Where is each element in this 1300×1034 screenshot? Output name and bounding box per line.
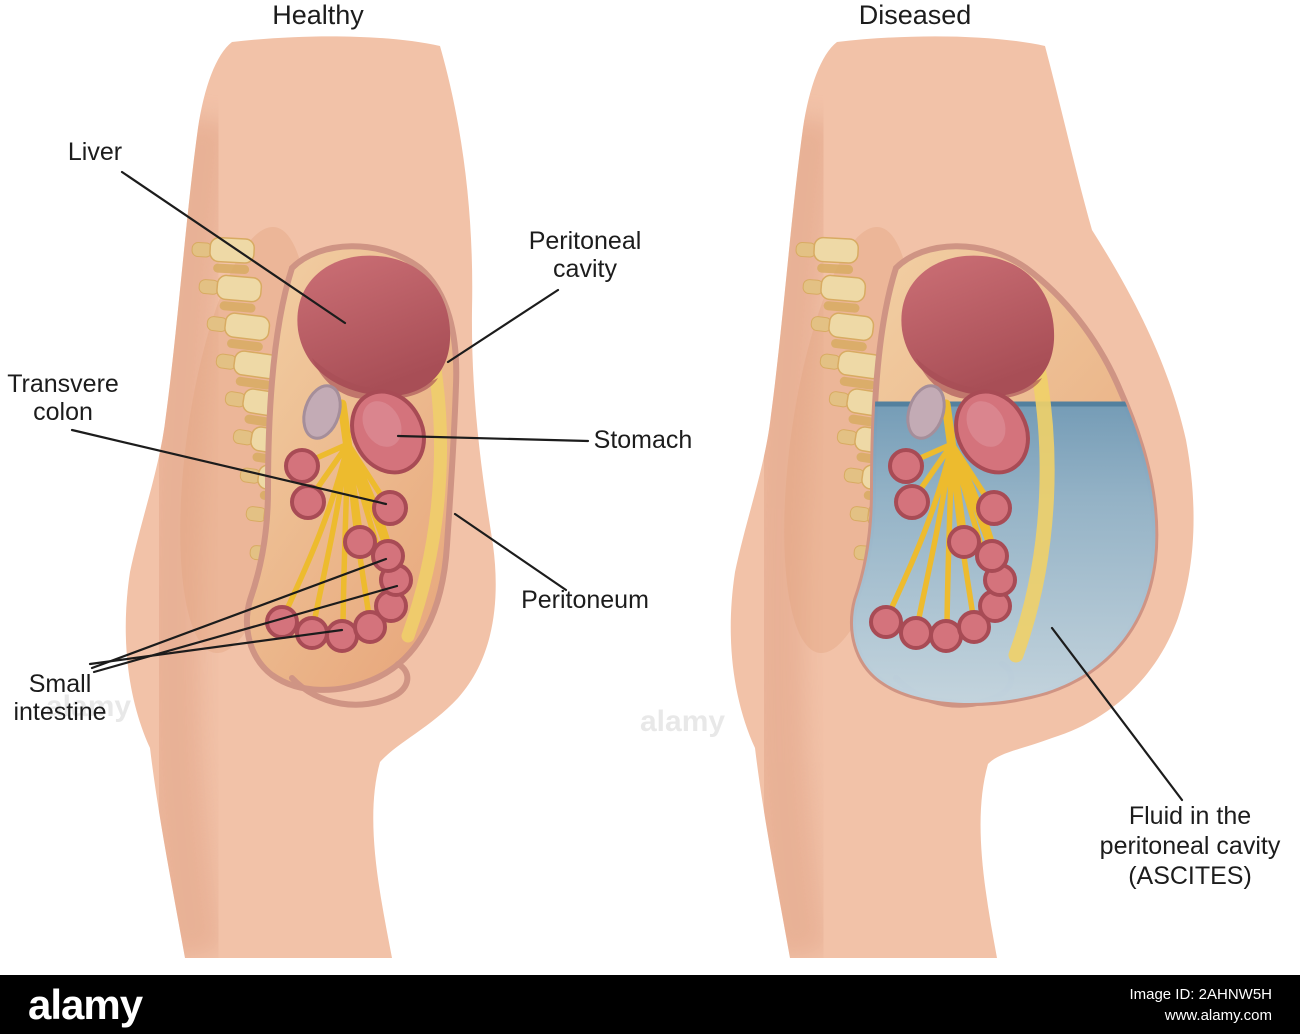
- liver: [901, 255, 1055, 400]
- peritoneal-cavity-leader: [446, 288, 560, 364]
- back-shading: [749, 116, 838, 958]
- liver: [297, 255, 451, 400]
- image-id: Image ID: 2AHNW5H: [1129, 985, 1272, 1003]
- healthy-title: Healthy: [272, 0, 364, 30]
- ascites-label: Fluid in the: [1129, 802, 1251, 830]
- labels: Liver Peritoneal cavity Transvere colon …: [7, 138, 1281, 890]
- small-intestine: [869, 525, 1017, 653]
- pancreas: [302, 384, 342, 440]
- liver-leader: [120, 170, 347, 325]
- transverse-colon: [888, 448, 1012, 526]
- ascites-leader: [1050, 626, 1184, 802]
- cavity-lower-curl: [289, 661, 411, 708]
- small-intestine-label: Small: [29, 670, 92, 698]
- stomach: [954, 389, 1030, 475]
- peritoneum-leader: [453, 512, 568, 592]
- peritoneal-cavity-label: Peritoneal: [529, 227, 642, 255]
- small-intestine-label: intestine: [13, 698, 106, 726]
- transverse-colon-leader: [70, 428, 388, 506]
- transverse-colon: [284, 448, 408, 526]
- overlay-watermark: alamy: [46, 690, 131, 723]
- stomach: [350, 389, 426, 475]
- overlay-watermark: alamy: [640, 705, 725, 738]
- leader-lines: [70, 170, 1184, 802]
- image-meta: Image ID: 2AHNW5H www.alamy.com: [1129, 984, 1272, 1026]
- peritoneum-label: Peritoneum: [521, 586, 649, 614]
- illustration-canvas: alamy alamy: [7, 0, 1281, 958]
- diseased-title: Diseased: [859, 0, 972, 30]
- stomach-label: Stomach: [594, 426, 693, 454]
- healthy-figure: [125, 36, 496, 958]
- ascites-label: (ASCITES): [1128, 862, 1252, 890]
- transverse-colon-label: colon: [33, 398, 93, 426]
- liver-label: Liver: [68, 138, 122, 166]
- stomach-leader: [396, 434, 590, 443]
- transverse-colon-label: Transvere: [7, 370, 119, 398]
- alamy-url: www.alamy.com: [1164, 1006, 1272, 1024]
- peritoneal-cavity-label: cavity: [553, 255, 617, 283]
- alamy-logo: alamy: [28, 980, 143, 1028]
- small-intestine-leader-3: [92, 584, 399, 674]
- ascites-label: peritoneal cavity: [1100, 832, 1281, 860]
- pancreas: [906, 384, 946, 440]
- small-intestine-leader-2: [90, 557, 388, 670]
- diseased-figure: [730, 36, 1194, 958]
- watermark-bar: alamy Image ID: 2AHNW5H www.alamy.com: [0, 975, 1300, 1034]
- small-intestine-leader-1: [88, 628, 344, 666]
